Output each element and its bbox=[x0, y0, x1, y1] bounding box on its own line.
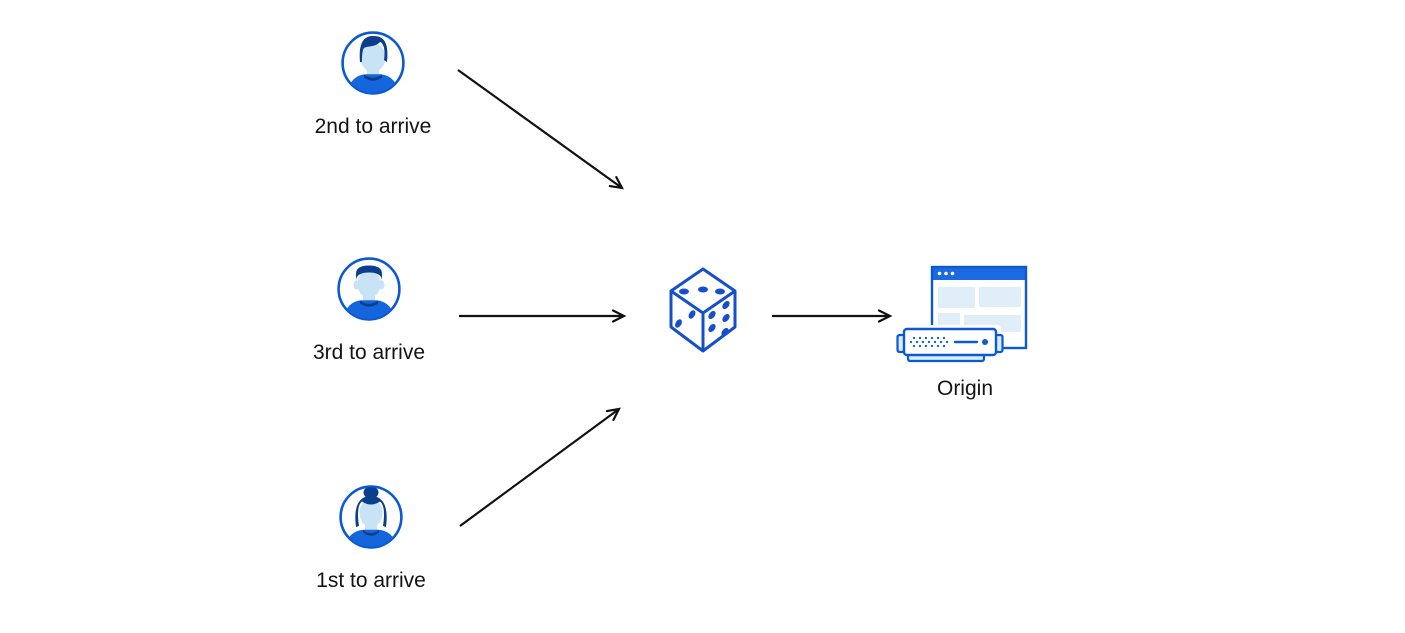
client-node-3rd-to-arrive: 3rd to arrive bbox=[289, 256, 449, 364]
origin-label: Origin bbox=[936, 377, 994, 400]
server-appliance bbox=[896, 325, 1004, 363]
window-control-dots bbox=[937, 271, 955, 276]
male-user-avatar-icon bbox=[341, 31, 405, 95]
arrow-client1-to-dice bbox=[459, 407, 621, 527]
arrow-client2-to-dice bbox=[457, 69, 624, 190]
female-user-avatar-icon bbox=[339, 485, 403, 549]
origin-server-icon bbox=[896, 265, 1028, 363]
origin-node: Origin bbox=[883, 260, 1047, 405]
male-user-avatar-icon bbox=[337, 257, 401, 321]
dice-node bbox=[668, 266, 738, 361]
client-label: 1st to arrive bbox=[316, 569, 426, 592]
client-node-1st-to-arrive: 1st to arrive bbox=[291, 484, 451, 592]
client-label: 3rd to arrive bbox=[312, 341, 426, 364]
client-label: 2nd to arrive bbox=[314, 115, 432, 138]
dice-icon bbox=[669, 267, 737, 353]
client-node-2nd-to-arrive: 2nd to arrive bbox=[293, 30, 453, 138]
